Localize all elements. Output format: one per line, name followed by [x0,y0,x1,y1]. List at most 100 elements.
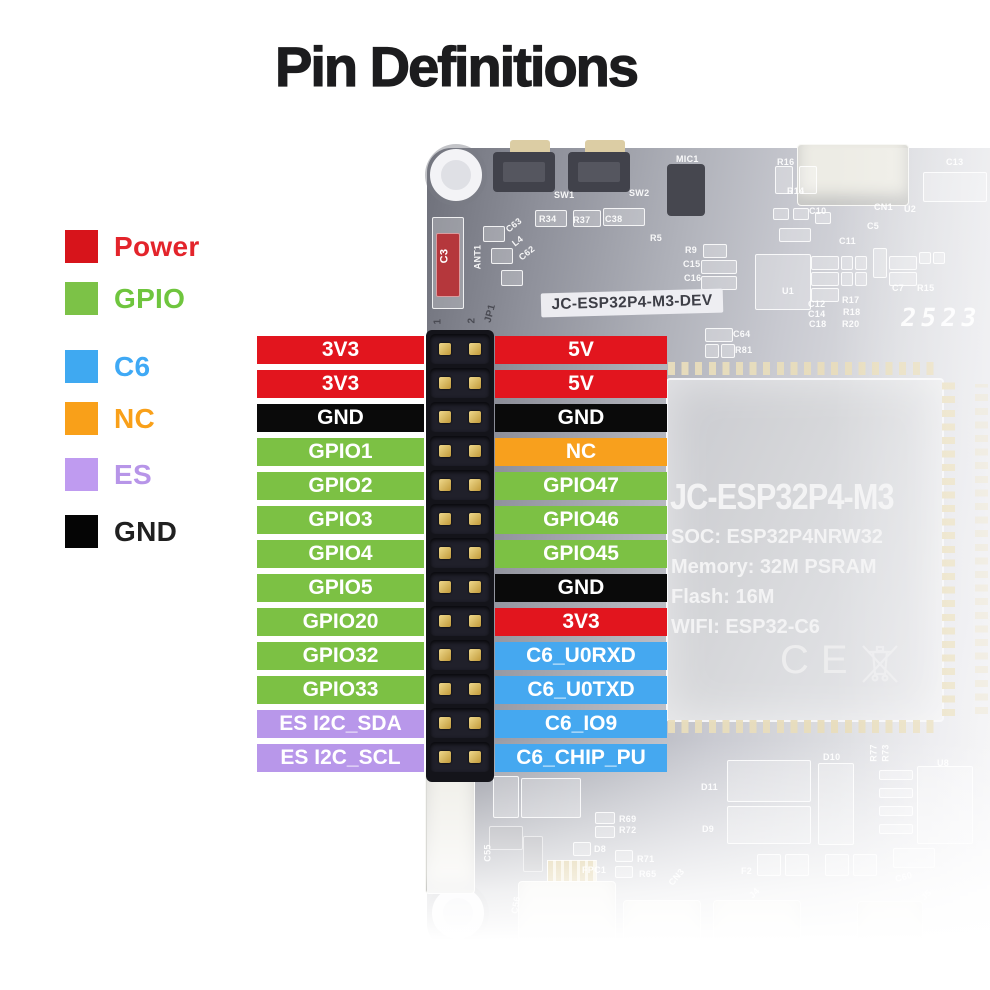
switch-cap [510,140,550,152]
component-pad [501,270,523,286]
component-pad [705,328,733,342]
pin-label-left-13: ES I2C_SCL [257,744,424,772]
switch-knob [503,162,545,182]
silkscreen-label-r65: R65 [639,869,657,879]
silkscreen-label-cn3: CN3 [666,866,687,888]
silkscreen-label-d9: D9 [702,824,715,834]
silkscreen-label-c13: C13 [946,157,964,167]
pin-label-right-4: NC [495,438,667,466]
legend-item-c6: C6 [65,350,150,383]
header-gold-pin [439,683,451,695]
header-gold-pin [439,343,451,355]
header-gold-pin [439,581,451,593]
silkscreen-label-r9: R9 [685,245,698,255]
pin-label-right-10: C6_U0RXD [495,642,667,670]
header-gold-pin [439,751,451,763]
module-name: JC-ESP32P4-M3 [670,476,895,517]
legend-label: GND [114,515,178,547]
header-gold-pin [439,411,451,423]
header-gold-pin [439,513,451,525]
silkscreen-label-r73: R73 [880,744,891,762]
silkscreen-label-fpc1: FPC1 [582,865,607,875]
header-socket-9 [430,606,490,636]
module-spec-line-1: Memory: 32M PSRAM [671,556,877,578]
component-pad [573,842,591,856]
header-gold-pin [439,479,451,491]
header-socket-13 [430,742,490,772]
pin-label-right-13: C6_CHIP_PU [495,744,667,772]
pin-label-left-4: GPIO1 [257,438,424,466]
silkscreen-label-r15: R15 [917,283,935,293]
silkscreen-label-d8: D8 [594,844,607,854]
silkscreen-label-r14: R14 [787,186,805,196]
silkscreen-label-c7: C7 [892,283,905,293]
silkscreen-label-j4: J4 [747,885,762,901]
silkscreen-label-r16: R16 [777,157,795,167]
ic-chip [755,254,811,310]
silkscreen-label-u2: U2 [904,204,917,214]
silkscreen-label-r81: R81 [735,345,753,355]
component-pad [785,854,809,876]
silkscreen-label-c3: C3 [438,248,451,264]
date-code: 2523 [898,303,984,332]
tactile-switch [568,152,630,192]
weee-icon [862,645,898,683]
component-pad [757,854,781,876]
header-socket-10 [430,640,490,670]
silkscreen-label-r71: R71 [637,854,655,864]
component-pad [701,260,737,274]
header-gold-pin [469,377,481,389]
component-pad [595,826,615,838]
connector [623,900,701,948]
pin-label-left-1: 3V3 [257,336,424,364]
ce-mark: CE [780,638,860,682]
silkscreen-label-sw1: SW1 [554,190,575,200]
pin-label-right-3: GND [495,404,667,432]
silkscreen-label-c38: C38 [605,214,623,224]
silkscreen-label-c12: C12 [808,299,826,309]
switch-knob [578,162,620,182]
legend-item-power: Power [65,230,200,263]
header-gold-pin [469,649,481,661]
diode [727,760,811,802]
board-silkscreen-label: JC-ESP32P4-M3-DEV [540,288,724,318]
silkscreen-label-c55: C55 [482,844,493,862]
tactile-switch [493,152,555,192]
silkscreen-label-j5: J5 [919,887,934,903]
component-pad [493,776,519,818]
connector [857,901,923,948]
header-gold-pin [469,343,481,355]
component-pad [491,248,513,264]
page-title: Pin Definitions [274,34,639,98]
component-pad [615,866,633,878]
capacitor [523,836,543,872]
pin-label-right-12: C6_IO9 [495,710,667,738]
silkscreen-label-r5: R5 [650,233,663,243]
component-pad [873,248,887,278]
module-spec-line-0: SOC: ESP32P4NRW32 [671,526,883,548]
component-pad [855,256,867,270]
header-gold-pin [469,479,481,491]
legend-label: Power [114,230,200,262]
silkscreen-label-d10: D10 [823,752,841,762]
silkscreen-label-r18: R18 [843,307,861,317]
legend-label: NC [114,402,156,434]
pin-label-left-9: GPIO20 [257,608,424,636]
component-pad [615,850,633,862]
header-gold-pin [469,683,481,695]
silkscreen-label-c60: C60 [894,869,914,885]
module-spec-line-2: Flash: 16M [671,586,775,608]
component-pad [841,256,853,270]
module-castellation-right [942,380,955,716]
header-pin2-label: 2 [466,317,478,324]
silkscreen-label-u1: U1 [782,286,795,296]
header-gold-pin [469,445,481,457]
component-pad [933,252,945,264]
silkscreen-label-ant1: ANT1 [472,244,483,270]
pin-label-right-6: GPIO46 [495,506,667,534]
legend-swatch-gpio [65,282,98,315]
diode [727,806,811,844]
component-pad [779,228,811,242]
